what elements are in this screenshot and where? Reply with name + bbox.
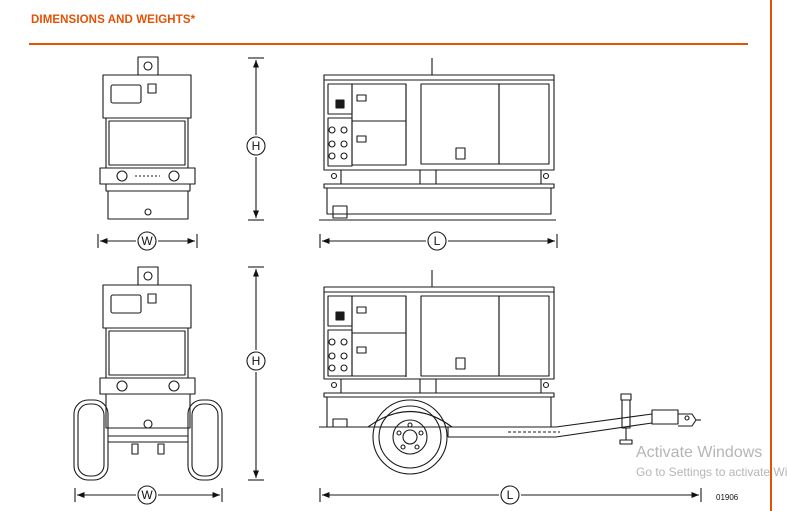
title-rule [29,43,748,45]
height-label: H [252,354,261,368]
width-label: W [141,234,153,248]
width-label: W [141,488,153,502]
length-label: L [507,488,514,502]
height-label: H [252,139,261,153]
front-view-skid [99,56,196,220]
front-view-trailer [73,266,223,481]
watermark-line1: Activate Windows [636,444,763,461]
side-view-skid [319,58,556,221]
page-title: DIMENSIONS AND WEIGHTS* [31,14,196,26]
side-view-trailer [319,270,701,475]
height-dimension-top [246,57,266,221]
width-dimension-bottom [74,485,223,505]
page-border [770,0,772,511]
figure-number: 01906 [716,493,739,502]
height-dimension-bottom [246,266,266,481]
watermark-line2: Go to Settings to activate Windows. [636,465,788,479]
length-label: L [434,234,441,248]
length-dimension-top [319,231,558,251]
width-dimension-top [97,231,198,251]
activate-windows-watermark: Activate Windows Go to Settings to activ… [636,444,788,479]
length-dimension-bottom [319,485,702,505]
